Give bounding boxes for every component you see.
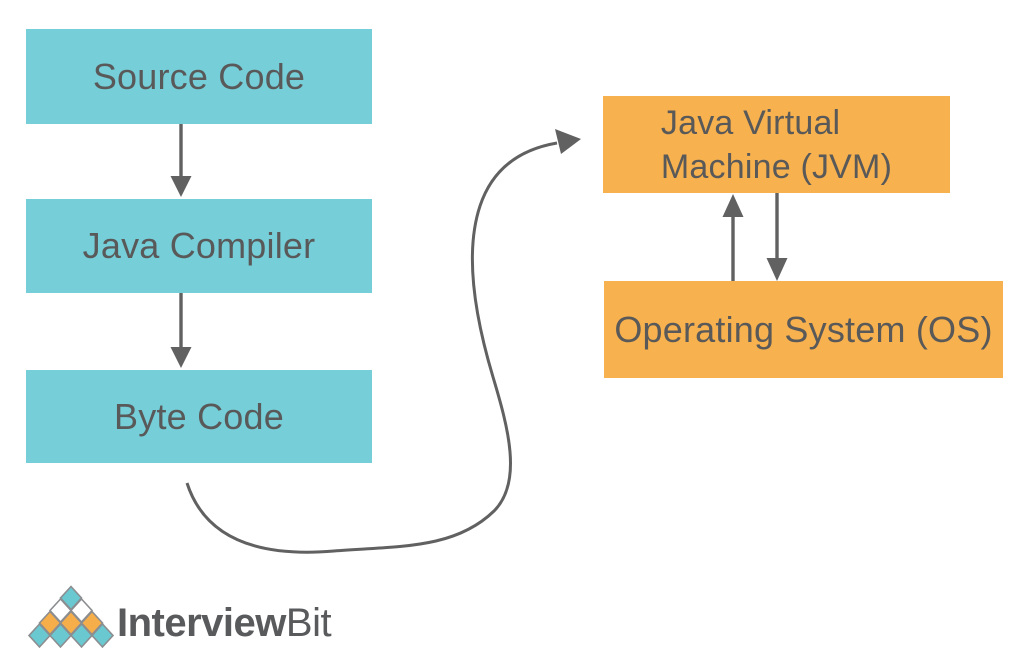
node-jvm-label-line1: Java Virtual bbox=[660, 103, 841, 142]
node-source-code-label: Source Code bbox=[92, 55, 306, 97]
node-os-label: Operating System (OS) bbox=[614, 308, 993, 350]
node-java-compiler-label: Java Compiler bbox=[82, 225, 316, 266]
arrow-os-to-jvm bbox=[722, 194, 744, 282]
brand-text-interview: Interview bbox=[117, 601, 286, 645]
node-byte-code: Byte Code bbox=[26, 370, 372, 463]
brand-text-bit: Bit bbox=[285, 601, 332, 645]
node-jvm-label-line2: Machine (JVM) bbox=[660, 147, 893, 186]
node-byte-code-label: Byte Code bbox=[114, 395, 284, 437]
node-jvm: Java Virtual Machine (JVM) bbox=[603, 96, 950, 193]
node-java-compiler: Java Compiler bbox=[26, 199, 372, 293]
interviewbit-wordmark: InterviewBit bbox=[117, 601, 332, 645]
arrow-jvm-to-os bbox=[766, 193, 788, 281]
arrow-bytecode-to-jvm bbox=[185, 129, 581, 554]
arrow-source-to-compiler bbox=[170, 124, 192, 197]
node-os: Operating System (OS) bbox=[604, 281, 1003, 378]
node-source-code: Source Code bbox=[26, 29, 372, 124]
arrow-compiler-to-bytecode bbox=[170, 293, 192, 368]
node-jvm-label: Java Virtual Machine (JVM) bbox=[661, 101, 892, 189]
